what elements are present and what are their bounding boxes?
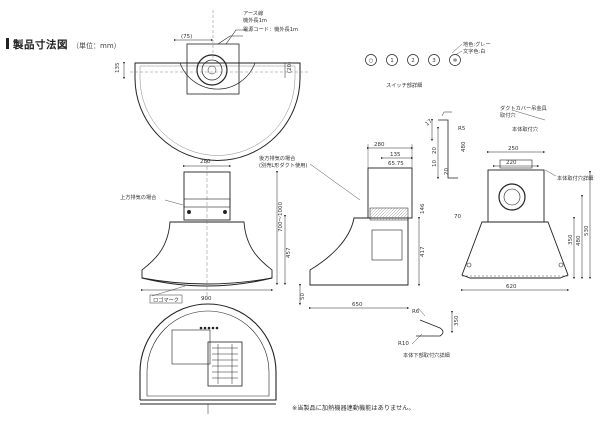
bracket-dim-10: 10 [432,160,438,167]
side-dim-650: 650 [352,302,363,308]
earth-wire-label: アース線 [243,9,263,17]
dim-75: (75) [181,34,192,40]
title-bar: 製品寸法図 （単位：mm） [6,37,121,52]
bracket-dim-17: 17 [424,118,434,127]
front-view [140,160,287,300]
side-motor-box [371,229,403,261]
side-dim-146: 146 [420,203,426,214]
unit-note: （単位：mm） [72,42,121,50]
bracket-detail [430,111,458,180]
rear-dim-480: 480 [576,235,582,246]
switch-light-icon: ✲ [453,58,458,64]
switch-panel: ○ 1 2 3 ✲ [365,54,461,66]
switch-1-icon: 1 [390,58,393,64]
switch-body-color: 地色:グレー [463,40,491,48]
switch-3-icon: 3 [432,58,435,64]
page-title: 製品寸法図 [13,39,68,51]
bottom-view-light [207,341,243,387]
hole-dim-R10: R10 [398,341,409,347]
side-dim-50: 50 [300,293,306,300]
rear-dim-220: 220 [506,160,517,166]
bracket-dim-R5: R5 [458,126,466,132]
upper-exhaust-label: 上方排気の場合 [120,193,157,201]
power-cord-label: 電源コード：機外長1m [243,25,298,33]
top-view-outline [134,62,301,161]
rear-hood-body [461,221,569,279]
top-view-inner-arc [139,65,296,156]
rear-view [460,109,592,292]
rear-duct-ring [498,183,526,211]
top-view-duct-ring [196,54,228,86]
side-hood-body [309,217,409,286]
bottom-switch-dots [199,326,219,330]
top-view [122,10,308,161]
bottom-view-outline [139,303,277,401]
hole-dim-350: 350 [454,315,460,326]
rear-dim-530: 530 [584,225,590,236]
front-dim-280: 280 [200,159,211,165]
hole-detail-caption: 本体下部取付穴詳細 [403,351,450,359]
side-dim-65-75: 65.75 [388,161,404,167]
rear-exhaust-label: 後方排気の場合 [259,154,296,162]
main-mount-hole-detail-label: 本体取付穴詳細 [557,174,593,182]
rear-dim-620: 620 [506,284,517,290]
bracket-dim-20a: 20 [432,147,438,154]
front-hood-body [141,221,273,285]
switch-2-icon: 2 [411,58,414,64]
mount-hole-label: 取付穴 [500,111,516,119]
rear-dim-250: 250 [508,146,519,152]
top-view-duct-cover [179,62,256,90]
bracket-dim-20b: 20 [444,168,450,175]
side-dim-70: 70 [454,214,461,220]
dim-135-top: 135 [115,62,121,73]
switch-caption: スイッチ部詳細 [386,81,422,89]
top-view-duct-box [186,43,240,95]
side-dim-135: 135 [390,152,401,158]
bottom-view [139,303,277,414]
dim-20: (20) [287,62,293,73]
rear-duct-cover [487,169,545,223]
bottom-view-filter [171,329,211,365]
rear-exhaust-sub: (別売L形ダクト使用) [259,161,307,169]
front-dim-900: 900 [201,296,212,302]
bracket-dim-480: 480 [461,141,467,152]
front-dim-457: 457 [286,247,292,258]
side-dim-280: 280 [374,142,385,148]
rear-dim-350: 350 [568,234,574,245]
duct-cover-fitting-label: ダクトカバー吊金具 [500,104,547,112]
side-view [298,144,421,310]
switch-text-color: 文字色:白 [463,47,486,55]
footnote: ※当製品に加熱機器連動機能はありません。 [292,404,415,412]
front-dim-700-1000: 700～1000 [278,202,284,232]
logo-mark-label: ロゴマーク [153,296,179,304]
main-mount-hole-label: 本体取付穴 [512,125,538,133]
switch-off-icon: ○ [369,58,374,64]
hole-detail [411,307,454,345]
earth-length-label: 機外長1m [243,16,267,24]
title-marker [6,38,9,49]
hole-dim-R6: R6 [412,309,420,315]
side-dim-417: 417 [420,246,426,257]
